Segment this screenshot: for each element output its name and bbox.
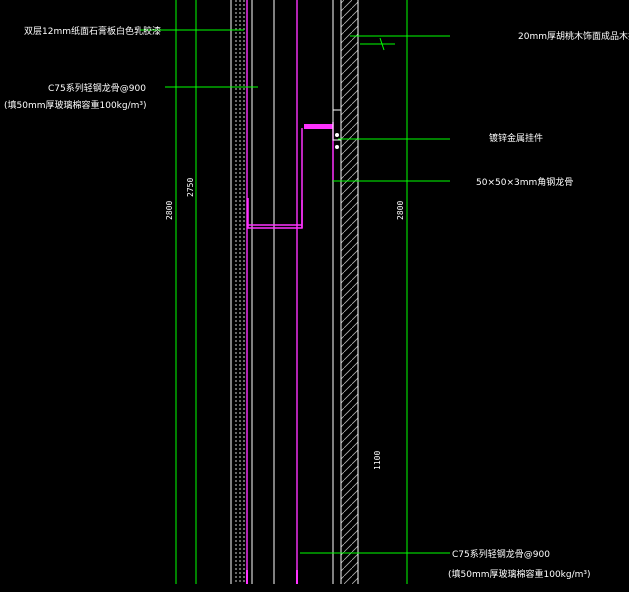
base-markers xyxy=(246,570,298,584)
label-stud-bottom-1: C75系列轻钢龙骨@900 xyxy=(452,548,550,560)
annotations: 双层12mm纸面石膏板白色乳胶漆 C75系列轻钢龙骨@900 (填50mm厚玻璃… xyxy=(4,25,629,580)
dimension-inner: 2750 xyxy=(186,178,195,197)
label-gypsum-board: 双层12mm纸面石膏板白色乳胶漆 xyxy=(24,25,161,37)
metal-hanger-bracket xyxy=(304,109,342,149)
label-angle-steel: 50×50×3mm角钢龙骨 xyxy=(476,176,573,188)
gypsum-board-layers xyxy=(235,0,245,584)
label-metal-hanger: 镀锌金属挂件 xyxy=(489,132,543,144)
label-stud-bottom-2: (填50mm厚玻璃棉容重100kg/m³) xyxy=(448,568,591,580)
dimension-right: 2800 xyxy=(396,201,405,220)
dimension-labels: 2800 2750 2800 1100 xyxy=(165,178,405,470)
label-stud-top-2: (填50mm厚玻璃棉容重100kg/m³) xyxy=(4,99,147,111)
wood-veneer-panel xyxy=(340,0,359,584)
label-stud-top-1: C75系列轻钢龙骨@900 xyxy=(48,82,146,94)
angle-steel-channel xyxy=(247,122,334,229)
dimension-overall: 2800 xyxy=(165,201,174,220)
steel-stud-lines xyxy=(246,0,298,584)
green-guide-lines xyxy=(175,0,408,584)
dimension-lower: 1100 xyxy=(373,451,382,470)
leader-lines xyxy=(140,29,450,554)
wall-structure-lines xyxy=(230,0,334,584)
label-wood-veneer: 20mm厚胡桃木饰面成品木挂板 xyxy=(518,30,629,42)
